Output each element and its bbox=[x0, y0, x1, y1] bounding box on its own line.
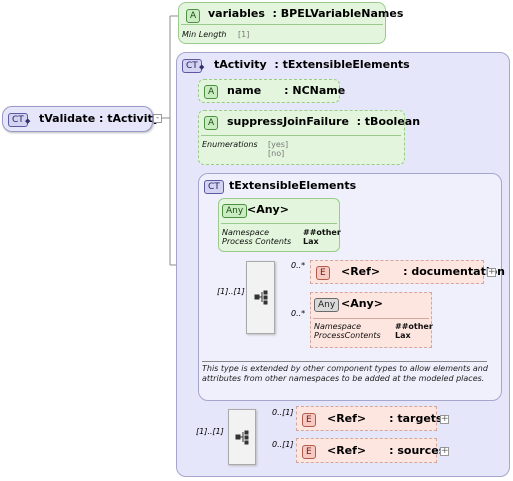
attribute-suppressjoinfailure[interactable]: A suppressJoinFailure : tBoolean Enumera… bbox=[198, 110, 420, 165]
complex-type-badge: CT bbox=[8, 113, 28, 127]
textensibleelements-label: tExtensibleElements bbox=[229, 179, 357, 192]
sequence-icon bbox=[254, 290, 268, 305]
complex-type-badge: CT bbox=[204, 180, 224, 194]
any-element-occurrence: 0..* bbox=[291, 309, 306, 318]
min-length-value: [1] bbox=[238, 30, 250, 39]
attribute-badge: A bbox=[204, 85, 219, 99]
enum-value-no: [no] bbox=[268, 149, 285, 158]
any-element[interactable]: Any <Any> Namespace ##other ProcessConte… bbox=[310, 292, 433, 348]
attribute-variables[interactable]: A variables : BPELVariableNames Min Leng… bbox=[178, 2, 403, 44]
attribute-label: name : NCName bbox=[227, 84, 346, 97]
expand-icon[interactable]: + bbox=[487, 267, 496, 277]
attribute-label: suppressJoinFailure : tBoolean bbox=[227, 115, 421, 128]
targets-label: <Ref> : targets bbox=[327, 412, 443, 425]
sequence-icon bbox=[235, 430, 249, 445]
sources-occurrence: 0..[1] bbox=[272, 440, 294, 449]
any-badge: Any bbox=[314, 298, 340, 312]
element-targets[interactable]: E <Ref> : targets bbox=[296, 406, 443, 431]
root-node-label: tValidate : tActivity bbox=[39, 112, 160, 125]
documentation-label: <Ref> : documentation bbox=[341, 265, 505, 278]
enumerations-label: Enumerations bbox=[202, 140, 258, 149]
process-contents-label: Process Contents bbox=[222, 237, 292, 246]
divider bbox=[202, 361, 487, 362]
namespace-label: Namespace bbox=[222, 228, 270, 237]
element-badge: E bbox=[302, 445, 316, 459]
element-sources[interactable]: E <Ref> : sources bbox=[296, 438, 445, 463]
namespace-value: ##other bbox=[395, 322, 433, 331]
enum-value-yes: [yes] bbox=[268, 140, 289, 149]
attribute-badge: A bbox=[186, 9, 201, 23]
process-contents-value: Lax bbox=[395, 331, 411, 340]
targets-occurrence: 0..[1] bbox=[272, 408, 294, 417]
sequence-compositor[interactable] bbox=[228, 409, 256, 465]
process-contents-value: Lax bbox=[303, 237, 319, 246]
divider bbox=[221, 223, 337, 224]
divider bbox=[313, 318, 429, 319]
complex-type-badge: CT bbox=[182, 59, 202, 73]
attribute-badge: A bbox=[204, 116, 219, 130]
process-contents-label: ProcessContents bbox=[314, 331, 381, 340]
namespace-label: Namespace bbox=[314, 322, 362, 331]
sequence-occurrence: [1]..[1] bbox=[196, 427, 224, 436]
any-attribute-label: <Any> bbox=[247, 203, 289, 216]
attribute-label: variables : BPELVariableNames bbox=[208, 7, 404, 20]
attribute-name[interactable]: A name : NCName bbox=[198, 79, 345, 103]
any-element-label: <Any> bbox=[341, 297, 383, 310]
expand-icon[interactable]: + bbox=[440, 414, 449, 424]
type-note: This type is extended by other component… bbox=[202, 364, 488, 383]
root-node-tvalidate[interactable]: CT ◆ tValidate : tActivity bbox=[2, 106, 160, 132]
complex-type-icon: ◆ bbox=[199, 63, 205, 71]
tactivity-label: tActivity : tExtensibleElements bbox=[214, 58, 410, 71]
any-badge: Any bbox=[222, 204, 248, 218]
complex-type-icon: ◆ bbox=[25, 117, 31, 125]
divider bbox=[201, 135, 401, 136]
collapse-icon[interactable]: - bbox=[153, 114, 162, 123]
sequence-compositor[interactable] bbox=[246, 261, 275, 334]
documentation-occurrence: 0..* bbox=[291, 261, 306, 270]
element-documentation[interactable]: E <Ref> : documentation bbox=[310, 260, 505, 284]
min-length-label: Min Length bbox=[182, 30, 227, 39]
sequence-occurrence: [1]..[1] bbox=[217, 287, 245, 296]
element-badge: E bbox=[302, 413, 316, 427]
divider bbox=[181, 24, 383, 25]
element-badge: E bbox=[316, 266, 330, 280]
namespace-value: ##other bbox=[303, 228, 341, 237]
any-attribute[interactable]: Any <Any> Namespace ##other Process Cont… bbox=[218, 198, 341, 252]
expand-icon[interactable]: + bbox=[440, 446, 449, 456]
sources-label: <Ref> : sources bbox=[327, 444, 446, 457]
